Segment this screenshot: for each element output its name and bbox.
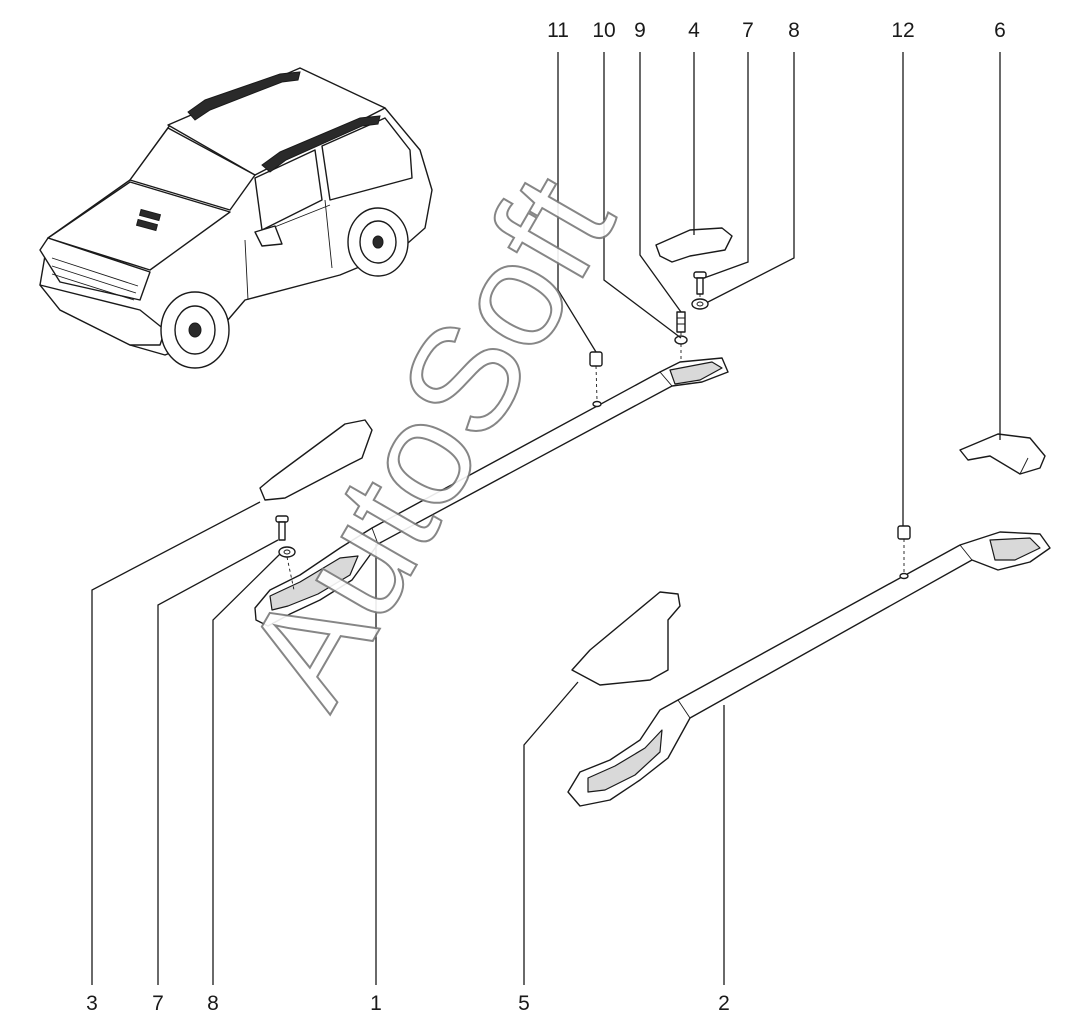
callout-5: 5 <box>518 992 530 1015</box>
callout-8-top: 8 <box>788 19 800 42</box>
callout-11: 11 <box>547 19 569 42</box>
roof-rail-right <box>567 531 1051 807</box>
callout-8-bottom: 8 <box>207 992 219 1015</box>
callout-7-bottom: 7 <box>152 992 164 1015</box>
callout-10: 10 <box>592 19 615 42</box>
leader-lines <box>91 52 1001 985</box>
end-cover-4 <box>655 227 733 263</box>
vehicle-illustration <box>39 67 433 369</box>
end-cover-6 <box>959 433 1046 475</box>
callout-4: 4 <box>688 19 700 42</box>
callout-12: 12 <box>891 19 914 42</box>
callout-6: 6 <box>994 19 1006 42</box>
callout-2: 2 <box>718 992 730 1015</box>
callout-9: 9 <box>634 19 646 42</box>
end-cover-3 <box>259 419 373 501</box>
hardware <box>275 271 911 591</box>
callout-labels: 11 10 9 4 7 8 12 6 3 7 8 1 5 2 <box>86 19 1006 1015</box>
roof-rail-left <box>254 357 729 627</box>
callout-7-top: 7 <box>742 19 754 42</box>
end-cover-5 <box>571 591 681 686</box>
callout-1: 1 <box>370 992 382 1015</box>
callout-3: 3 <box>86 992 98 1015</box>
